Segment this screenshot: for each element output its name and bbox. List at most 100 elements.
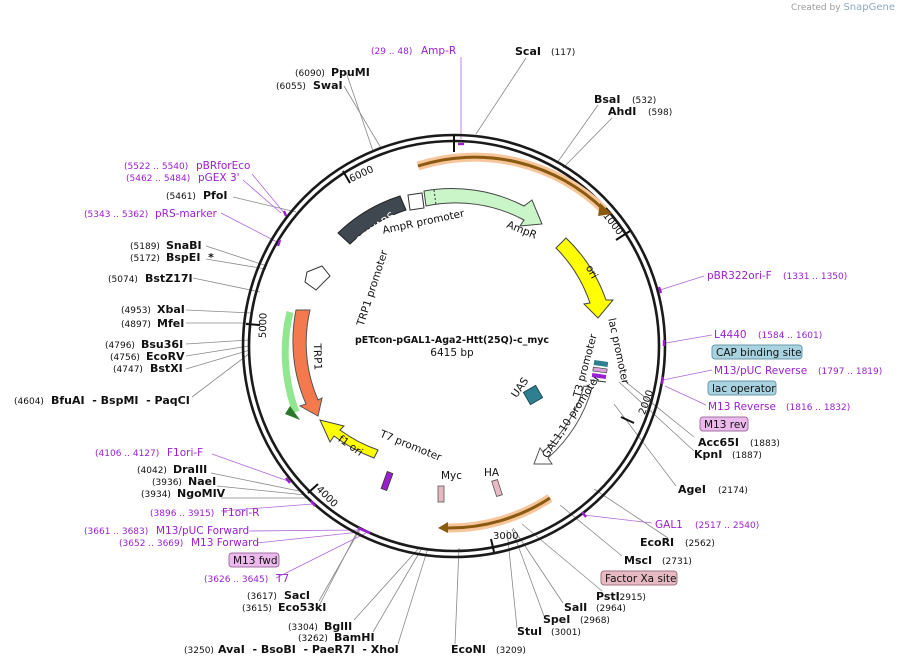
enz-ecorv[interactable]: EcoRV bbox=[146, 350, 185, 363]
enz-scai[interactable]: ScaI bbox=[515, 45, 541, 58]
enz-pfoi[interactable]: PfoI bbox=[203, 189, 228, 202]
cap-binding-label: CAP binding site bbox=[716, 347, 802, 359]
cen-ars-feature bbox=[337, 195, 407, 245]
enz-ecori[interactable]: EcoRI bbox=[640, 536, 674, 549]
primer-ampr[interactable]: Amp-R bbox=[421, 45, 456, 57]
gal1-range-arrow bbox=[445, 496, 551, 530]
enz-snabi[interactable]: SnaBI bbox=[166, 239, 202, 252]
enz-stui-pos: (3001) bbox=[551, 628, 581, 638]
enz-msci-pos: (2731) bbox=[662, 557, 692, 567]
enz-econi[interactable]: EcoNI bbox=[451, 643, 486, 656]
enz-agei-pos: (2174) bbox=[718, 486, 748, 496]
enz-bspei[interactable]: BspEI * bbox=[166, 251, 214, 264]
trp1-halo-head bbox=[285, 406, 300, 420]
enz-swai[interactable]: SwaI bbox=[313, 79, 343, 92]
enz-swai-pos: (6055) bbox=[276, 82, 306, 92]
ha-feature bbox=[491, 478, 503, 498]
enz-bstz17i-pos: (5074) bbox=[108, 275, 138, 285]
trp1-promoter-label: TRP1 promoter bbox=[355, 248, 391, 328]
myc-feature bbox=[437, 485, 445, 503]
enz-bamhi[interactable]: BamHI bbox=[334, 631, 375, 644]
primer-marks bbox=[276, 142, 666, 535]
enz-bsu36i[interactable]: Bsu36I bbox=[141, 338, 183, 351]
enz-acc65i[interactable]: Acc65I bbox=[698, 436, 739, 449]
snapgene-logo: SnapGene bbox=[843, 2, 895, 13]
amp-range-head bbox=[598, 203, 612, 216]
m13-fwd-box[interactable] bbox=[228, 552, 280, 568]
primer-m13puc-rev-pos: (1797 .. 1819) bbox=[818, 367, 882, 377]
enz-kpni-pos: (1887) bbox=[732, 451, 762, 461]
enz-bsai-pos: (532) bbox=[632, 96, 656, 106]
enz-agei[interactable]: AgeI bbox=[678, 483, 706, 496]
enz-kpni[interactable]: KpnI bbox=[694, 448, 722, 461]
enz-ahdi-pos: (598) bbox=[648, 108, 672, 118]
primer-m13puc-fwd[interactable]: M13/pUC Forward bbox=[156, 525, 249, 537]
primer-gal1[interactable]: GAL1 bbox=[655, 519, 683, 531]
primer-t7[interactable]: T7 bbox=[275, 573, 289, 585]
trp1-promoter-arrow bbox=[304, 265, 331, 291]
enz-avai-pos: (3250) bbox=[184, 646, 214, 656]
enz-saci-pos: (3617) bbox=[247, 592, 277, 602]
enz-bsu36i-pos: (4796) bbox=[105, 341, 135, 351]
enz-snabi-pos: (5189) bbox=[130, 242, 160, 252]
cap-binding-box[interactable] bbox=[711, 344, 803, 360]
primer-f1ori-f[interactable]: F1ori-F bbox=[167, 447, 203, 459]
primer-pbrforeco[interactable]: pBRforEco bbox=[196, 160, 250, 172]
enz-bglii[interactable]: BglII bbox=[324, 620, 352, 633]
enz-ahdi[interactable]: AhdI bbox=[608, 105, 636, 118]
primer-prs-marker[interactable]: pRS-marker bbox=[155, 208, 218, 220]
enz-acc65i-pos: (1883) bbox=[750, 439, 780, 449]
trp1-feature bbox=[292, 309, 323, 417]
enz-bstxi[interactable]: BstXI bbox=[150, 362, 183, 375]
primer-f1ori-f-pos: (4106 .. 4127) bbox=[95, 449, 159, 459]
enz-bspei-pos: (5172) bbox=[130, 254, 160, 264]
enz-stui[interactable]: StuI bbox=[517, 625, 542, 638]
enz-bstz17i[interactable]: BstZ17I bbox=[145, 272, 193, 285]
primer-f1ori-r[interactable]: F1ori-R bbox=[222, 507, 259, 519]
factor-xa-box[interactable] bbox=[600, 570, 678, 586]
primer-pgex3[interactable]: pGEX 3' bbox=[198, 172, 240, 184]
enz-saci[interactable]: SacI bbox=[284, 589, 310, 602]
enz-xbai[interactable]: XbaI bbox=[157, 303, 185, 316]
enz-eco53ki[interactable]: Eco53kI bbox=[278, 601, 326, 614]
enz-bsai[interactable]: BsaI bbox=[594, 93, 620, 106]
enz-msci[interactable]: MscI bbox=[624, 554, 652, 567]
enz-bfuai-row[interactable]: BfuAI - BspMI - PaqCI bbox=[51, 394, 190, 407]
primer-m13-forward[interactable]: M13 Forward bbox=[191, 537, 259, 549]
primer-pbrforeco-pos: (5522 .. 5540) bbox=[124, 162, 188, 172]
tick-3000: 3000 bbox=[493, 531, 518, 542]
m13-fwd-label: M13 fwd bbox=[233, 555, 278, 567]
plasmid-length: 6415 bp bbox=[430, 347, 474, 359]
gal1-halo bbox=[445, 494, 553, 533]
enz-bglii-pos: (3304) bbox=[288, 623, 318, 633]
primer-m13-rev[interactable]: M13 Reverse bbox=[708, 401, 776, 413]
primer-f1ori-r-pos: (3896 .. 3915) bbox=[150, 509, 214, 519]
enz-sali[interactable]: SalI bbox=[564, 601, 587, 614]
enz-mfei[interactable]: MfeI bbox=[157, 317, 184, 330]
enz-avai-row[interactable]: AvaI - BsoBI - PaeR7I - XhoI bbox=[218, 643, 399, 656]
lac-operator-box[interactable] bbox=[707, 380, 777, 396]
primer-pbr322ori-f[interactable]: pBR322ori-F bbox=[707, 270, 772, 282]
m13-rev-box[interactable] bbox=[699, 416, 749, 432]
primer-pbr322ori-f-pos: (1331 .. 1350) bbox=[783, 272, 847, 282]
enz-eco53ki-pos: (3615) bbox=[242, 604, 272, 614]
enz-naei-pos: (3936) bbox=[152, 478, 182, 488]
enz-bfuai-pos: (4604) bbox=[14, 397, 44, 407]
enz-naei[interactable]: NaeI bbox=[188, 475, 216, 488]
enz-econi-pos: (3209) bbox=[496, 646, 526, 656]
enz-sali-pos: (2964) bbox=[596, 604, 626, 614]
primer-leaders bbox=[211, 57, 713, 579]
primer-ampr-pos: (29 .. 48) bbox=[371, 47, 412, 57]
enz-ngomiv[interactable]: NgoMIV bbox=[177, 487, 226, 500]
primer-l4440[interactable]: L4440 bbox=[714, 329, 747, 341]
primer-m13-fwd-pos: (3652 .. 3669) bbox=[119, 539, 183, 549]
primer-m13puc-rev[interactable]: M13/pUC Reverse bbox=[714, 365, 807, 377]
enz-ppumi[interactable]: PpuMI bbox=[331, 66, 370, 79]
enz-spei[interactable]: SpeI bbox=[543, 613, 570, 626]
enz-psti-pos: (2915) bbox=[616, 593, 646, 603]
enz-draiii[interactable]: DraIII bbox=[173, 463, 207, 476]
enz-psti[interactable]: PstI bbox=[596, 590, 620, 603]
plasmid-name: pETcon-pGAL1-Aga2-Htt(25Q)-c_myc bbox=[355, 335, 549, 346]
primer-m13-rev-pos: (1816 .. 1832) bbox=[786, 403, 850, 413]
